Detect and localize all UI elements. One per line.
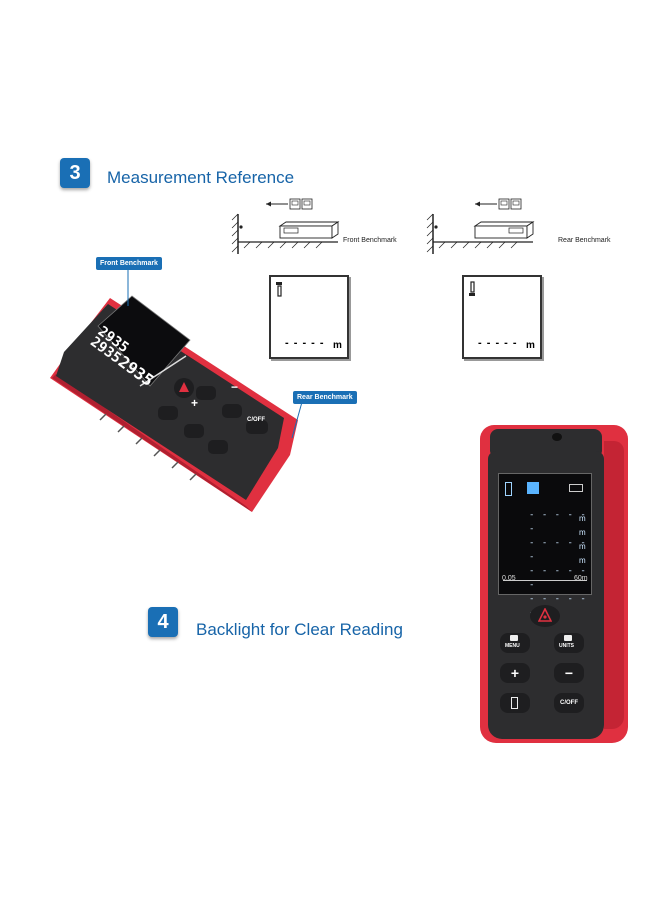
front-benchmark-label: Front Benchmark — [343, 237, 397, 244]
rear-lcd-indicator: - - - - - m — [462, 275, 542, 359]
benchmark-switch-icon — [511, 697, 518, 709]
front-benchmark-callout: Front Benchmark — [96, 257, 162, 270]
front-lcd-dashes: - - - - - — [285, 337, 325, 349]
units-button: UNITS — [554, 633, 584, 653]
step-3-badge: 3 — [60, 158, 90, 188]
tilted-cof-button: C/OFF — [247, 417, 265, 423]
rear-benchmark-label: Rear Benchmark — [558, 237, 611, 244]
upright-rangefinder-photo: - - - - - -- - - - - -- - - - - -- - - -… — [480, 425, 628, 745]
rear-lcd-unit: m — [526, 340, 535, 351]
plus-button: + — [500, 663, 530, 683]
tilted-minus-button: − — [231, 380, 239, 394]
front-callout-line — [127, 268, 129, 306]
menu-button-label: MENU — [505, 643, 520, 649]
section-3-title: Measurement Reference — [107, 168, 295, 187]
front-benchmark-diagram — [231, 198, 340, 254]
tilted-rangefinder-photo: 2935 2935 2935 + − C/OFF — [40, 290, 300, 520]
benchmark-button — [500, 693, 530, 713]
units-button-label: UNITS — [559, 643, 574, 649]
measure-button — [530, 605, 560, 627]
laser-icon — [538, 608, 552, 622]
front-lcd-indicator: - - - - - m — [269, 275, 349, 359]
section-4-title: Backlight for Clear Reading — [196, 620, 403, 639]
tilted-plus-button: + — [191, 396, 199, 410]
cof-button: C/OFF — [554, 693, 584, 713]
menu-button: MENU — [500, 633, 530, 653]
units-icon — [564, 635, 572, 641]
backlit-screen: - - - - - -- - - - - -- - - - - -- - - -… — [498, 473, 592, 618]
scale-end-label: 60m — [574, 575, 588, 582]
benchmark-icon — [505, 482, 512, 496]
step-4-badge: 4 — [148, 607, 178, 637]
mode-cube-icon — [527, 482, 539, 494]
scale-start-label: 0.05 — [502, 575, 516, 582]
rear-benchmark-icon — [469, 281, 475, 296]
front-benchmark-icon — [276, 282, 282, 297]
rear-callout-line — [291, 402, 303, 439]
rear-benchmark-callout: Rear Benchmark — [293, 391, 357, 404]
rear-lcd-dashes: - - - - - — [478, 337, 518, 349]
menu-icon — [510, 635, 518, 641]
rear-benchmark-diagram — [426, 198, 535, 254]
battery-icon — [569, 484, 583, 492]
minus-button: − — [554, 663, 584, 683]
front-lcd-unit: m — [333, 340, 342, 351]
